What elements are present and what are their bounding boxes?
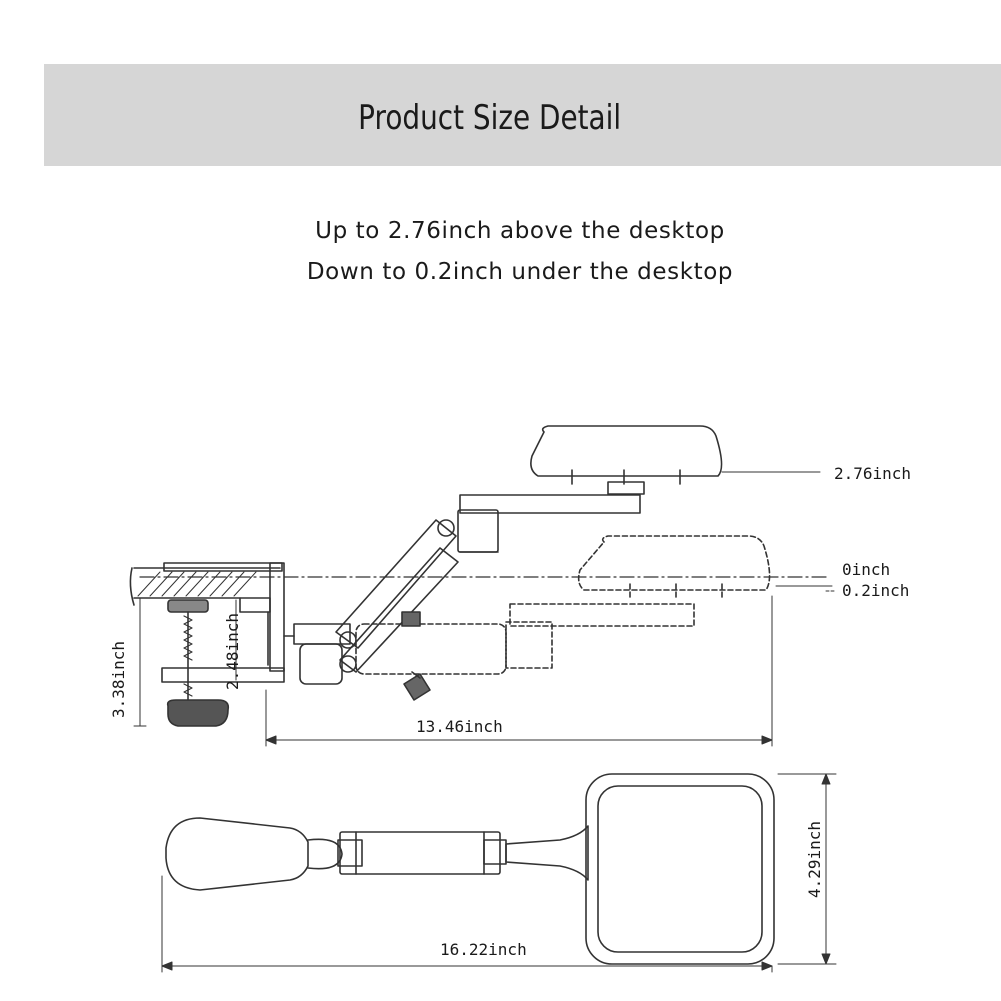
dim-pad-width <box>777 773 837 965</box>
clamp-body <box>161 562 285 683</box>
label-above-desktop: 2.76inch <box>834 464 911 483</box>
arm-mount <box>283 623 351 685</box>
dim-side-length <box>265 595 773 747</box>
arm-segment-top <box>339 831 501 875</box>
side-view: 2.76inch 0inch 0.2inch 13.46inch 3.38inc… <box>109 425 911 747</box>
label-clamp-opening: 2.48inch <box>223 613 242 690</box>
lowered-pad-ghost <box>355 535 771 675</box>
title-banner <box>44 64 1001 166</box>
articulating-arm <box>335 509 499 673</box>
height-range-above: Up to 2.76inch above the desktop <box>315 218 725 244</box>
label-side-length: 13.46inch <box>416 717 503 736</box>
label-clamp-height: 3.38inch <box>109 641 128 718</box>
desk-edge <box>129 567 281 606</box>
clamp-end-top <box>165 817 309 891</box>
height-range-below: Down to 0.2inch under the desktop <box>306 259 734 285</box>
dim-clamp-height <box>133 597 147 727</box>
page-title: Product Size Detail <box>358 98 622 138</box>
adjustment-knob <box>401 611 431 701</box>
pad-inner-top <box>597 785 763 953</box>
label-desktop-level: 0inch <box>842 560 890 579</box>
pad-outer-top <box>585 773 775 965</box>
label-pad-width: 4.29inch <box>805 821 824 898</box>
clamp-screw <box>166 599 230 727</box>
dim-total-length <box>161 875 773 973</box>
label-below-desktop: 0.2inch <box>842 581 909 600</box>
raised-pad <box>459 425 723 514</box>
top-view: 4.29inch 16.22inch <box>161 773 837 973</box>
label-total-length: 16.22inch <box>440 940 527 959</box>
